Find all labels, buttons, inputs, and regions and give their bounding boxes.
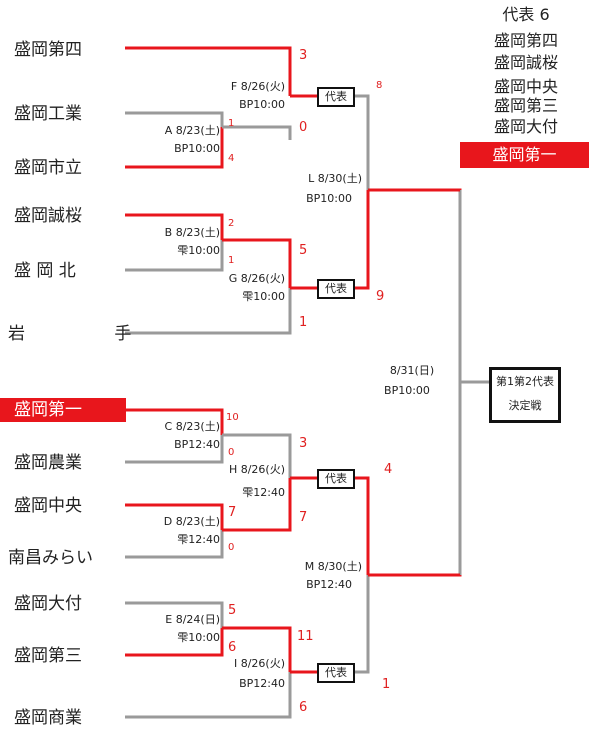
final-box: 第1第2代表 決定戦: [489, 367, 561, 423]
reps-highlight: 盛岡第一: [460, 142, 589, 168]
match-g-date: G 8/26(火): [228, 272, 285, 285]
line-l-out: [368, 188, 462, 382]
match-i-time: BP12:40: [239, 677, 285, 690]
rep-box-i: 代表: [317, 663, 355, 683]
team-5: 盛 岡 北: [14, 261, 76, 281]
match-b-time: 雫10:00: [177, 244, 220, 257]
line-i-bottom: [125, 672, 292, 719]
match-h-time: 雫12:40: [242, 486, 285, 499]
match-l-time: BP10:00: [306, 192, 352, 205]
match-e-time: 雫10:00: [177, 631, 220, 644]
match-i-score-1: 11: [297, 629, 314, 644]
final-box-line-1: 第1第2代表: [496, 375, 554, 388]
team-11: 盛岡大付: [14, 594, 82, 614]
match-e-score-2: 6: [228, 640, 237, 655]
match-b-score-1: 2: [228, 218, 235, 229]
match-l-score-1: 8: [376, 80, 383, 91]
reps-item-5: 盛岡大付: [493, 117, 558, 136]
team-4: 盛岡誠桜: [14, 206, 82, 226]
reps-item-3: 盛岡中央: [493, 77, 558, 96]
match-l-score-2: 9: [376, 289, 385, 304]
line-i-top: [222, 626, 292, 672]
match-c-time: BP12:40: [174, 438, 220, 451]
rep-box-f: 代表: [317, 87, 355, 107]
match-m-score-1: 4: [384, 462, 393, 477]
line-m-top: [352, 476, 370, 575]
match-f-time: BP10:00: [239, 98, 285, 111]
match-c-score-1: 10: [226, 412, 239, 423]
match-e-score-1: 5: [228, 603, 237, 618]
match-d-score-2: 0: [228, 542, 235, 553]
team-13: 盛岡商業: [14, 708, 82, 728]
team-8: 盛岡農業: [14, 453, 82, 473]
line-c-bottom: [125, 435, 224, 464]
match-h-date: H 8/26(火): [228, 463, 285, 476]
match-i-date: I 8/26(火): [233, 657, 285, 670]
match-g-time: 雫10:00: [242, 290, 285, 303]
rep-box-g: 代表: [317, 279, 355, 299]
match-l-date: L 8/30(土): [308, 172, 362, 185]
match-f-score-1: 3: [299, 48, 308, 63]
line-f-bottom: [222, 125, 292, 140]
line-b-top: [125, 213, 224, 240]
reps-item-4: 盛岡第三: [493, 96, 558, 115]
line-d-bottom: [125, 530, 224, 559]
line-m-out: [368, 382, 462, 577]
match-a-time: BP10:00: [174, 142, 220, 155]
line-l-top: [352, 94, 370, 190]
match-d-score-1: 7: [228, 505, 237, 520]
team-6: 岩 手: [8, 324, 174, 344]
team-10: 南昌みらい: [8, 548, 93, 568]
line-l-bottom: [352, 190, 370, 290]
match-f-date: F 8/26(火): [230, 80, 285, 93]
team-2: 盛岡工業: [14, 104, 82, 124]
line-e-top: [125, 601, 224, 628]
match-d-date: D 8/23(土): [163, 515, 220, 528]
match-f-score-2: 0: [299, 120, 308, 135]
match-c-score-2: 0: [228, 447, 235, 458]
line-a-top: [125, 111, 224, 127]
line-h-bottom: [222, 478, 292, 532]
line-b-bottom: [125, 240, 224, 272]
match-b-date: B 8/23(土): [164, 226, 220, 239]
reps-item-1: 盛岡第四: [493, 31, 558, 50]
team-1: 盛岡第四: [14, 40, 82, 60]
line-g-top: [222, 238, 292, 288]
team-9: 盛岡中央: [14, 496, 82, 516]
line-a-bottom: [125, 127, 224, 169]
match-e-date: E 8/24(日): [165, 613, 220, 626]
final-time: BP10:00: [384, 384, 430, 397]
team-3: 盛岡市立: [14, 158, 82, 178]
match-i-score-2: 6: [299, 700, 308, 715]
final-box-line-2: 決定戦: [508, 399, 542, 412]
reps-heading: 代表 6: [502, 5, 550, 24]
team-12: 盛岡第三: [14, 646, 82, 666]
final-date: 8/31(日): [389, 364, 435, 377]
reps-item-2: 盛岡誠桜: [493, 53, 558, 72]
match-d-time: 雫12:40: [177, 533, 220, 546]
match-g-score-1: 5: [299, 243, 308, 258]
match-h-score-2: 7: [299, 510, 308, 525]
line-g-bottom: [125, 288, 292, 335]
match-g-score-2: 1: [299, 315, 308, 330]
line-f-top: [125, 46, 292, 96]
match-h-score-1: 3: [299, 436, 308, 451]
match-m-time: BP12:40: [306, 578, 352, 591]
match-a-score-2: 4: [228, 153, 235, 164]
match-m-date: M 8/30(土): [304, 560, 362, 573]
match-b-score-2: 1: [228, 255, 235, 266]
line-d-top: [125, 503, 224, 530]
line-h-top: [222, 433, 292, 478]
match-a-date: A 8/23(土): [164, 124, 220, 137]
match-m-score-2: 1: [382, 677, 391, 692]
match-a-score-1: 1: [228, 118, 235, 129]
line-c-top: [125, 408, 224, 435]
team-7: 盛岡第一: [0, 398, 126, 422]
rep-box-h: 代表: [317, 469, 355, 489]
line-e-bottom: [125, 628, 224, 657]
match-c-date: C 8/23(土): [164, 420, 220, 433]
line-m-bottom: [352, 575, 370, 674]
